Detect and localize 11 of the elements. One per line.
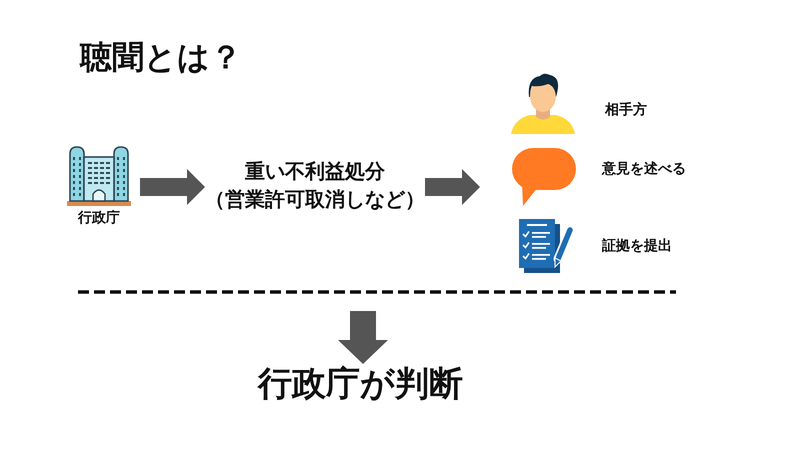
node-label: 意見を述べる	[602, 161, 686, 178]
node-label: 重い不利益処分	[245, 159, 385, 183]
node-label: 行政庁が判断	[258, 364, 463, 405]
note-label: （営業許可取消しなど）	[205, 187, 425, 211]
node-label: 行政庁	[78, 210, 120, 227]
block-arrow	[338, 311, 388, 364]
title-heading: 聴聞とは？	[80, 38, 242, 76]
block-arrow	[140, 169, 205, 205]
node-label: 相手方	[605, 102, 647, 119]
node-label: 証拠を提出	[602, 238, 672, 255]
block-arrow	[425, 169, 480, 205]
